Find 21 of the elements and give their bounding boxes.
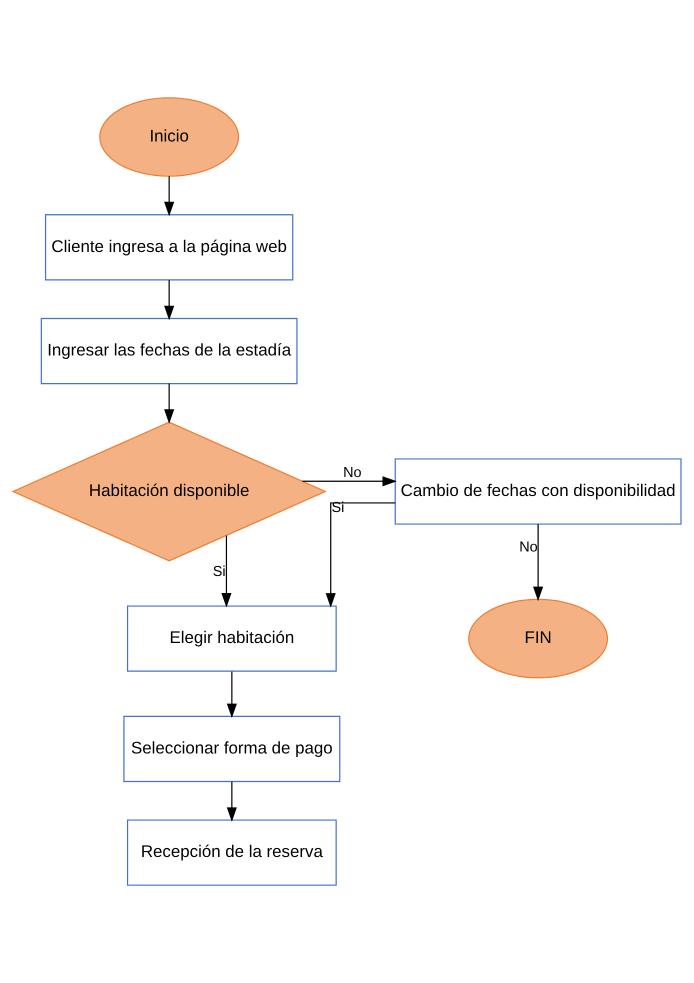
arrow [326,502,396,608]
node-ellipse: Inicio [99,97,240,177]
edge-label: No [519,540,538,556]
node-ellipse: FIN [468,598,608,678]
arrow [164,384,174,424]
arrow [302,476,397,486]
node-box: Seleccionar forma de pago [123,716,340,782]
edge-label: Si [212,564,226,580]
node-diamond: Habitación disponible [12,422,327,562]
arrow [533,524,544,602]
arrow [221,536,232,608]
arrow [164,280,174,320]
arrow [226,672,237,718]
node-box: Ingresar las fechas de la estadía [40,318,298,384]
node-box: Cambio de fechas con disponibilidad [394,458,682,525]
edge-label: No [343,465,362,482]
arrow [226,782,237,822]
node-box: Elegir habitación [126,605,337,672]
node-box: Cliente ingresa a la página web [44,214,294,280]
node-box: Recepción de la reserva [126,819,337,886]
arrow [164,176,174,216]
